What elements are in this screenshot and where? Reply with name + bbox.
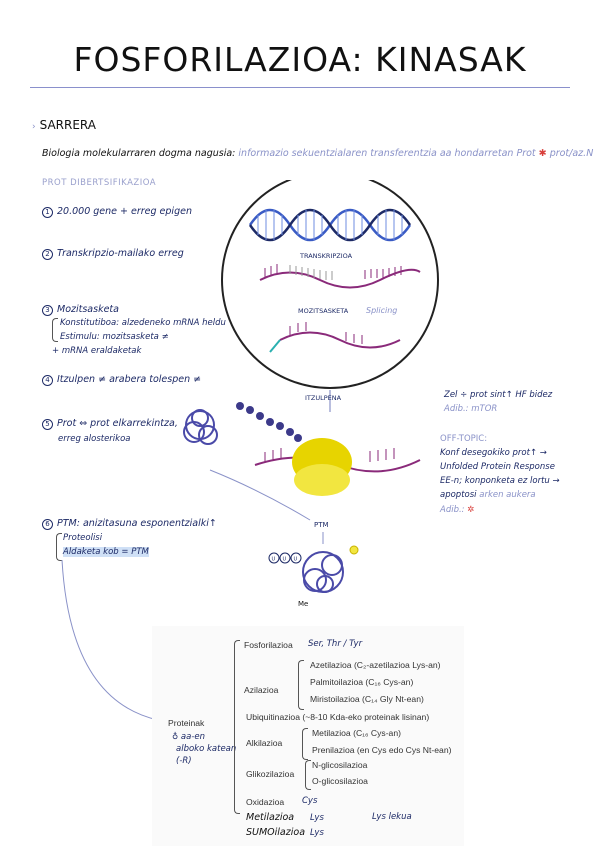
azil-1: Azetilazioa (C₂-azetilazioa Lys-an) [310, 660, 441, 670]
label-ptm: PTM [314, 521, 329, 529]
mature-mrna [280, 333, 400, 348]
modified-protein [303, 552, 343, 592]
cell-icon: ✲ [467, 505, 474, 515]
fosforilazioa-label: Fosforilazioa [244, 640, 293, 650]
oxidazioa-label: Oxidazioa [246, 797, 284, 807]
sumo-note: Lys [310, 828, 324, 838]
glikozilazioa-label: Glikozilazioa [246, 769, 294, 779]
asterisk-icon: ✱ [539, 148, 547, 159]
mrna-cap [270, 340, 280, 352]
azilazioa-label: Azilazioa [244, 685, 278, 695]
right-note-1-adib: Adib.: mTOR [444, 404, 497, 414]
right-note-1: Zel ÷ prot sint↑ HF bidez [444, 390, 552, 400]
pre-mrna-ticks [265, 264, 401, 279]
title-divider [30, 87, 570, 88]
main-brace [234, 640, 240, 814]
ubiquitinazioa: Ubiquitinazioa (~8-10 Kda-eko proteinak … [246, 712, 429, 722]
proteinak-label: Proteinak [168, 718, 204, 728]
oxid-note: Cys [302, 796, 317, 806]
off-topic-2: Unfolded Protein Response [440, 462, 555, 472]
prot-note-2: alboko katean [176, 744, 236, 754]
metilazioa-label: Metilazioa [246, 812, 294, 823]
central-dogma-diagram: TRANSKRIPZIOA MOZITSASKETA Splicing ITZU… [170, 180, 450, 620]
item-6b: Aldaketa kob = PTM [63, 547, 149, 557]
off-topic-3: EE-n; konponketa ez lortu → [440, 476, 560, 486]
glik-2: O-glicosilazioa [312, 776, 368, 786]
prot-note-1: ♁ aa-en [172, 732, 205, 742]
item-3b: Estimulu: mozitsasketa ≠ [60, 332, 169, 342]
metil-note: Lys [310, 813, 324, 823]
folded-protein [184, 410, 217, 444]
gliko-brace [305, 760, 311, 790]
alkilazioa-label: Alkilazioa [246, 738, 282, 748]
label-splicing: Splicing [366, 306, 397, 315]
label-itzulpena: ITZULPENA [305, 394, 342, 402]
bullet-icon: › [32, 122, 36, 132]
alkil-1: Metilazioa (C₁₆ Cys-an) [312, 728, 401, 738]
intro-line: Biologia molekularraren dogma nagusia: i… [42, 148, 593, 159]
label-me: Me [298, 600, 308, 608]
section-heading: ›SARRERA [32, 118, 96, 132]
item-6a: Proteolisi [63, 533, 102, 543]
item-3-brace [52, 318, 58, 342]
item-3c: + mRNA eraldaketak [52, 346, 141, 356]
phosphate-icon [350, 546, 358, 554]
label-mozitsasketa: MOZITSASKETA [298, 307, 349, 315]
label-transkripzioa: TRANSKRIPZIOA [299, 252, 353, 260]
svg-text:U: U [294, 557, 298, 563]
azil-3: Miristoilazioa (C₁₄ Gly Nt-ean) [310, 694, 424, 704]
off-topic-4: apoptosi arken aukera [440, 490, 536, 500]
svg-text:U: U [283, 557, 287, 563]
ubiquitin-chain: U U U [269, 553, 301, 563]
ribosome-small [294, 464, 350, 496]
prot-note-3: (-R) [176, 756, 192, 766]
sumo-label: SUMOilazioa [246, 827, 305, 838]
ptm-table: Proteinak ♁ aa-en alboko katean (-R) Fos… [152, 626, 464, 846]
item-5b: erreg alosterikoa [58, 434, 131, 444]
peptide-beads [236, 402, 302, 442]
off-topic-1: Konf desegokiko prot↑ → [440, 448, 547, 458]
page-title: FOSFORILAZIOA: KINASAK [0, 40, 600, 79]
lys-lekua: Lys lekua [372, 812, 412, 822]
azil-brace [298, 660, 304, 710]
alkil-brace [302, 728, 308, 760]
item-6-brace [56, 533, 62, 561]
svg-text:U: U [272, 557, 276, 563]
azil-2: Palmitoilazioa (C₁₆ Cys-an) [310, 677, 413, 687]
intron-ticks [290, 265, 332, 280]
pre-mrna [260, 270, 420, 288]
glik-1: N-glicosilazioa [312, 760, 367, 770]
fosfo-note: Ser, Thr / Tyr [308, 639, 362, 649]
prot-div-heading: PROT DIBERTSIFIKAZIOA [42, 178, 156, 188]
alkil-2: Prenilazioa (en Cys edo Cys Nt-ean) [312, 745, 451, 755]
